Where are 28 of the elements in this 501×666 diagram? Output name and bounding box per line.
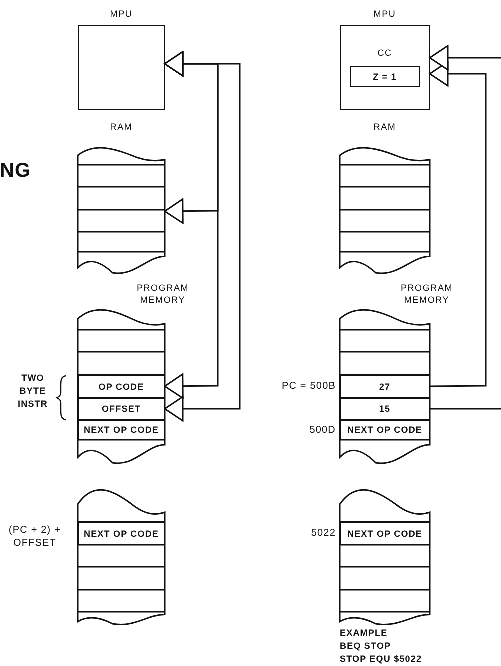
memory-cell: 15 xyxy=(340,398,430,420)
block-heading: PROGRAM MEMORY xyxy=(136,282,190,307)
block-heading: MPU xyxy=(109,8,134,21)
memory-cell: OFFSET xyxy=(78,398,165,420)
note-text: STOP EQU $5022 xyxy=(340,653,424,666)
note-text: TWO BYTE INSTR xyxy=(17,372,49,411)
memory-cell: NEXT OP CODE xyxy=(78,420,165,440)
block-heading: PROGRAM MEMORY xyxy=(400,282,454,307)
address-label: (PC + 2) + OFFSET xyxy=(8,524,62,551)
block-heading: RAM xyxy=(109,121,134,134)
memory-cell: 27 xyxy=(340,375,430,398)
memory-cell: NEXT OP CODE xyxy=(340,522,430,545)
block-heading: RAM xyxy=(372,121,398,134)
memory-cell: NEXT OP CODE xyxy=(340,420,430,440)
register-field: Z = 1 xyxy=(350,66,420,87)
note-text: BEQ STOP xyxy=(340,640,392,653)
memory-cell: OP CODE xyxy=(78,375,165,398)
address-label: 500D xyxy=(308,424,336,438)
note-text: EXAMPLE xyxy=(340,627,389,640)
title-text: NG xyxy=(0,159,32,184)
block-heading: MPU xyxy=(372,8,398,21)
arrow xyxy=(164,51,219,224)
connector-line xyxy=(430,408,501,410)
address-label: PC = 500B xyxy=(280,380,336,394)
arrow xyxy=(429,45,501,71)
address-label: 5022 xyxy=(310,527,336,541)
block-heading: CC xyxy=(376,47,394,60)
memory-cell: NEXT OP CODE xyxy=(78,522,165,545)
